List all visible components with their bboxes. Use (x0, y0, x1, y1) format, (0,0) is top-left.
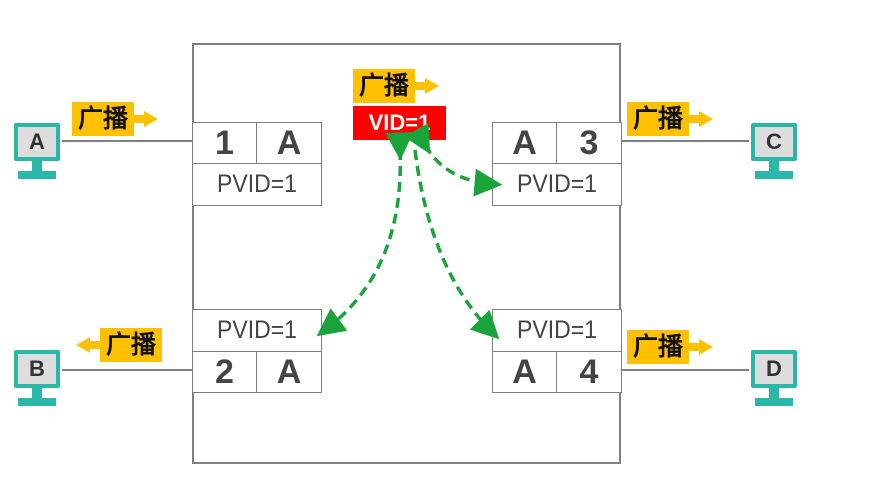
port-2-number: 2 (193, 351, 257, 392)
broadcast-in-a: 广播 (72, 102, 159, 136)
arrow-right-icon (699, 339, 714, 355)
broadcast-in-a-label: 广播 (72, 102, 135, 136)
center-broadcast-tag: 广播 (353, 69, 440, 103)
monitor-base (18, 398, 56, 406)
arrow-right-icon (699, 111, 714, 127)
broadcast-out-c-label: 广播 (627, 102, 690, 136)
host-c: C (751, 123, 797, 183)
center-broadcast-label: 广播 (353, 69, 416, 103)
port-1-number: 1 (193, 123, 257, 164)
broadcast-out-d-shaft (689, 343, 700, 351)
port-4-vlan: A (493, 351, 557, 392)
port-1-pvid: PVID=1 (217, 170, 297, 198)
broadcast-out-c: 广播 (627, 102, 714, 136)
host-c-label: C (755, 127, 793, 157)
broadcast-in-a-shaft (134, 115, 145, 123)
vid-tag: VID=1 (353, 106, 446, 140)
broadcast-out-b-shaft (90, 341, 100, 349)
link-host-b (62, 369, 192, 371)
broadcast-out-b-label: 广播 (100, 328, 163, 362)
monitor-stand (769, 388, 779, 398)
arrow-left-icon (76, 337, 90, 353)
monitor-stand (32, 388, 42, 398)
host-a: A (14, 123, 60, 183)
host-b-label: B (18, 354, 56, 384)
center-broadcast-shaft (415, 82, 426, 90)
port-2-vlan: A (257, 351, 321, 392)
port-3: A 3 PVID=1 (492, 122, 622, 206)
broadcast-out-d: 广播 (627, 330, 714, 364)
broadcast-out-c-shaft (689, 115, 700, 123)
link-host-c (621, 140, 749, 142)
link-host-d (621, 369, 749, 371)
port-2: PVID=1 2 A (192, 309, 322, 393)
monitor-base (755, 398, 793, 406)
port-4-pvid: PVID=1 (517, 316, 597, 344)
port-3-number: 3 (557, 123, 621, 164)
monitor-stand (32, 161, 42, 171)
port-1: 1 A PVID=1 (192, 122, 322, 206)
arrow-right-icon (144, 111, 159, 127)
monitor-stand (769, 161, 779, 171)
port-4-number: 4 (557, 351, 621, 392)
port-3-pvid: PVID=1 (517, 170, 597, 198)
host-d: D (751, 350, 797, 410)
host-d-label: D (755, 354, 793, 384)
host-a-label: A (18, 127, 56, 157)
port-2-pvid: PVID=1 (217, 316, 297, 344)
port-1-vlan: A (257, 123, 321, 164)
broadcast-out-d-label: 广播 (627, 330, 690, 364)
host-b: B (14, 350, 60, 410)
monitor-base (755, 171, 793, 179)
monitor-base (18, 171, 56, 179)
broadcast-out-b: 广播 (76, 328, 163, 362)
link-host-a (62, 140, 192, 142)
arrow-right-icon (425, 78, 440, 94)
port-3-vlan: A (493, 123, 557, 164)
port-4: PVID=1 A 4 (492, 309, 622, 393)
